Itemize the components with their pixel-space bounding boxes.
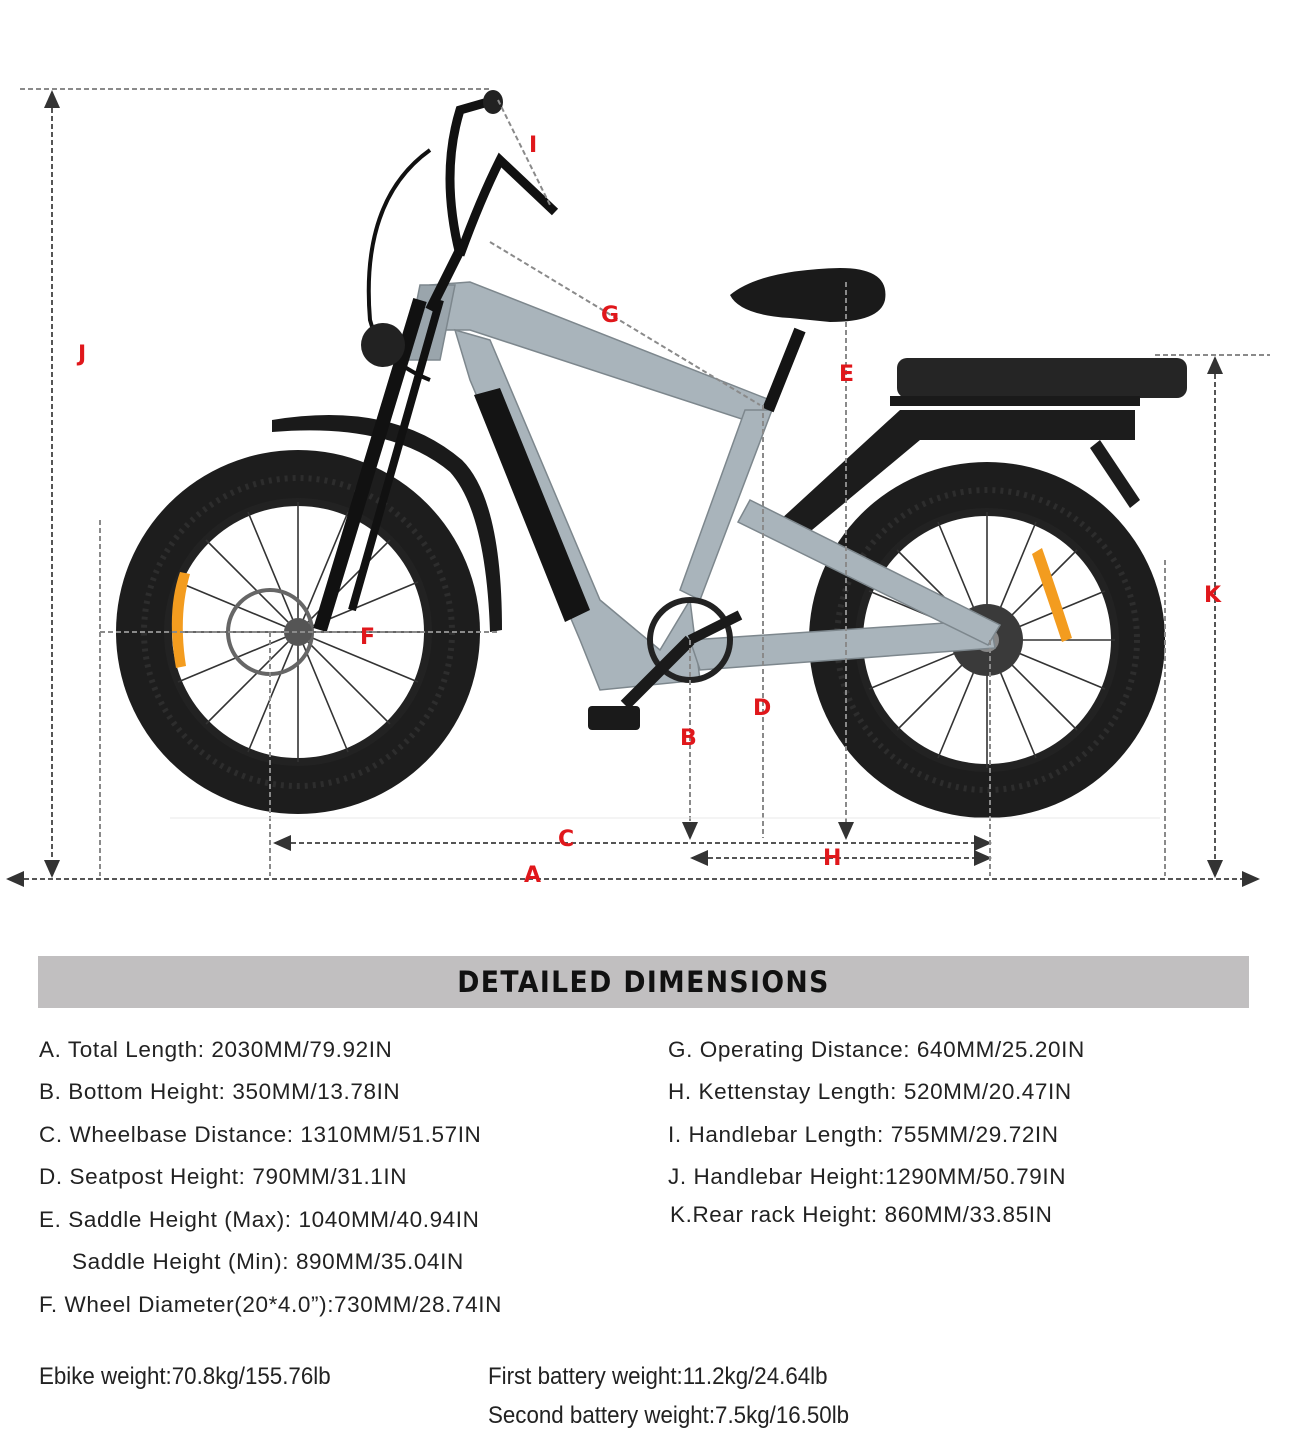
pedal xyxy=(588,706,640,730)
spec-wheelbase: C. Wheelbase Distance: 1310MM/51.57IN xyxy=(39,1122,482,1147)
second-battery-weight: Second battery weight:7.5kg/16.50lb xyxy=(488,1402,850,1429)
spec-handlebar-length: I. Handlebar Length: 755MM/29.72IN xyxy=(668,1122,1059,1147)
dim-label-h: H xyxy=(823,846,842,871)
dim-label-j: J xyxy=(78,342,87,367)
dim-label-a: A xyxy=(524,863,542,888)
spec-total-length: A. Total Length: 2030MM/79.92IN xyxy=(39,1037,393,1062)
dim-label-b: B xyxy=(680,726,697,751)
spec-rear-rack-height: K.Rear rack Height: 860MM/33.85IN xyxy=(670,1202,1053,1227)
dimension-lines xyxy=(6,88,1270,887)
fork-and-cockpit xyxy=(313,95,559,633)
dim-label-k: K xyxy=(1204,583,1222,608)
spec-bottom-height: B. Bottom Height: 350MM/13.78IN xyxy=(39,1079,401,1104)
grip xyxy=(483,90,503,114)
spec-operating-distance: G. Operating Distance: 640MM/25.20IN xyxy=(668,1037,1085,1062)
ebike-weight: Ebike weight:70.8kg/155.76lb xyxy=(39,1363,331,1390)
section-title: DETAILED DIMENSIONS xyxy=(457,965,830,999)
dim-label-e: E xyxy=(839,362,855,387)
bike-dimension-diagram: J I G E F K D B C H A xyxy=(6,88,1270,888)
spec-wheel-diameter: F. Wheel Diameter(20*4.0”):730MM/28.74IN xyxy=(39,1292,502,1317)
dim-label-f: F xyxy=(360,625,376,650)
rear-rack xyxy=(780,358,1187,540)
dim-label-c: C xyxy=(558,827,575,852)
section-banner: DETAILED DIMENSIONS xyxy=(38,956,1249,1008)
battery xyxy=(474,388,590,622)
dim-label-d: D xyxy=(753,696,772,721)
saddle xyxy=(730,268,886,322)
dim-label-i: I xyxy=(529,133,538,158)
spec-seatpost-height: D. Seatpost Height: 790MM/31.1IN xyxy=(39,1164,408,1189)
spec-saddle-height-max: E. Saddle Height (Max): 1040MM/40.94IN xyxy=(39,1207,480,1232)
spec-kettenstay-length: H. Kettenstay Length: 520MM/20.47IN xyxy=(668,1079,1072,1104)
spec-saddle-height-min: Saddle Height (Min): 890MM/35.04IN xyxy=(72,1249,464,1274)
front-wheel xyxy=(116,415,502,814)
dim-label-g: G xyxy=(601,303,620,328)
bike-illustration xyxy=(6,88,1270,887)
spec-handlebar-height: J. Handlebar Height:1290MM/50.79IN xyxy=(668,1164,1067,1189)
first-battery-weight: First battery weight:11.2kg/24.64lb xyxy=(488,1363,828,1390)
